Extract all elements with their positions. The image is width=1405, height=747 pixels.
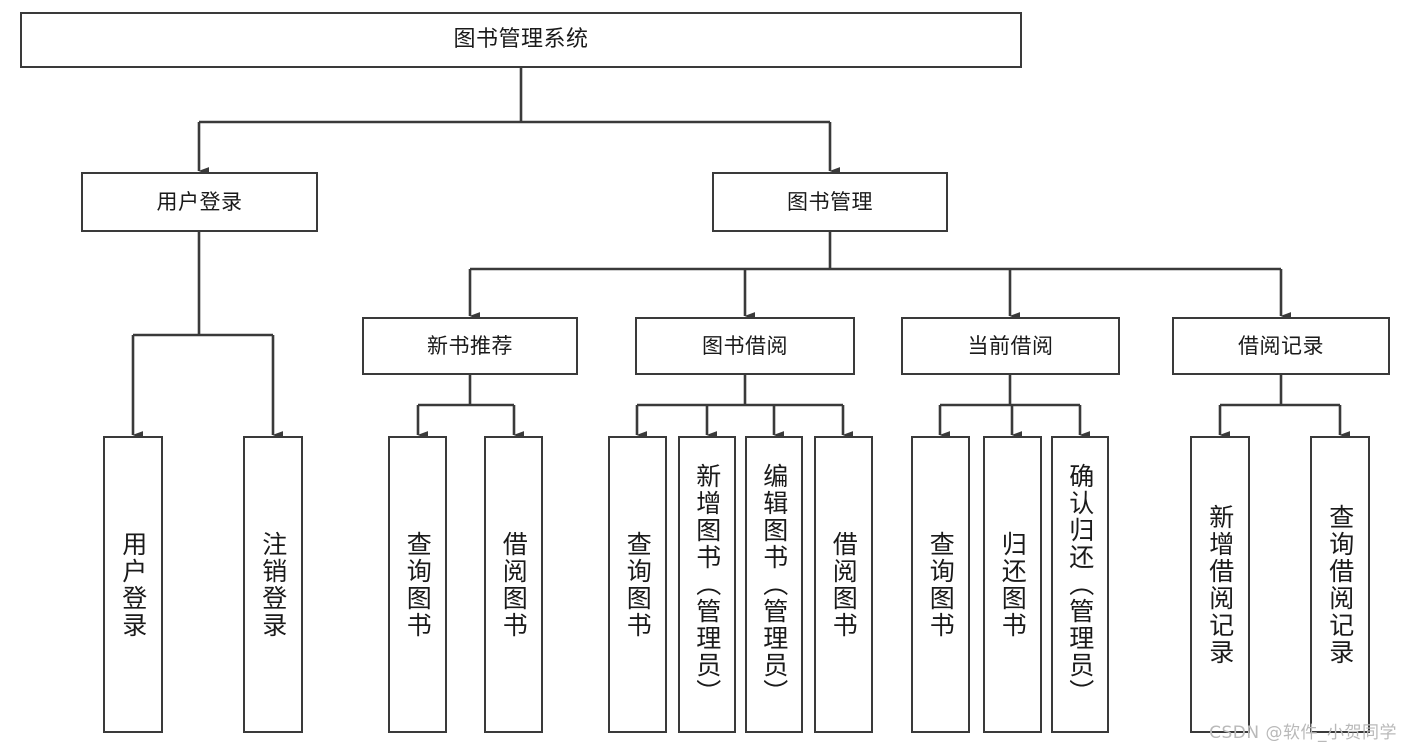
node-label: 查询图书 — [926, 530, 956, 639]
node-label: 当前借阅 — [967, 333, 1054, 358]
node-leaf-confirm-return[interactable]: 确认归还（管理员） — [1051, 436, 1109, 733]
node-leaf-add-book[interactable]: 新增图书（管理员） — [678, 436, 736, 733]
node-root[interactable]: 图书管理系统 — [20, 12, 1022, 68]
node-leaf-return-book[interactable]: 归还图书 — [983, 436, 1042, 733]
node-book-manage[interactable]: 图书管理 — [712, 172, 948, 232]
node-new-book-rec[interactable]: 新书推荐 — [362, 317, 578, 375]
node-leaf-borrow-book-2[interactable]: 借阅图书 — [814, 436, 873, 733]
node-leaf-query-record[interactable]: 查询借阅记录 — [1310, 436, 1370, 733]
node-label: 归还图书 — [998, 530, 1028, 639]
node-label: 借阅图书 — [499, 530, 529, 639]
node-borrow-record[interactable]: 借阅记录 — [1172, 317, 1390, 375]
node-leaf-edit-book[interactable]: 编辑图书（管理员） — [745, 436, 803, 733]
node-leaf-query-book-1[interactable]: 查询图书 — [388, 436, 447, 733]
node-label: 图书借阅 — [702, 333, 788, 358]
node-label: 借阅图书 — [829, 530, 859, 639]
node-label: 图书管理系统 — [453, 27, 589, 53]
node-leaf-query-book-2[interactable]: 查询图书 — [608, 436, 667, 733]
node-label: 新书推荐 — [427, 333, 513, 358]
node-label: 编辑图书（管理员） — [759, 463, 789, 706]
node-label: 用户登录 — [118, 530, 148, 639]
node-label: 新增借阅记录 — [1205, 503, 1235, 666]
csdn-watermark: CSDN @软件_小贺同学 — [1209, 723, 1397, 743]
node-leaf-user-login[interactable]: 用户登录 — [103, 436, 163, 733]
node-leaf-borrow-book-1[interactable]: 借阅图书 — [484, 436, 543, 733]
node-leaf-add-record[interactable]: 新增借阅记录 — [1190, 436, 1250, 733]
node-leaf-query-book-3[interactable]: 查询图书 — [911, 436, 970, 733]
node-label: 用户登录 — [156, 189, 243, 214]
node-label: 确认归还（管理员） — [1065, 463, 1095, 706]
node-label: 借阅记录 — [1238, 333, 1324, 358]
node-label: 新增图书（管理员） — [692, 463, 722, 706]
node-label: 查询借阅记录 — [1325, 503, 1355, 666]
node-user-login[interactable]: 用户登录 — [81, 172, 318, 232]
node-label: 图书管理 — [787, 189, 873, 214]
node-label: 查询图书 — [403, 530, 433, 639]
node-leaf-logout[interactable]: 注销登录 — [243, 436, 303, 733]
node-current-borrow[interactable]: 当前借阅 — [901, 317, 1120, 375]
node-label: 查询图书 — [623, 530, 653, 639]
node-book-borrow[interactable]: 图书借阅 — [635, 317, 855, 375]
node-label: 注销登录 — [258, 530, 288, 639]
